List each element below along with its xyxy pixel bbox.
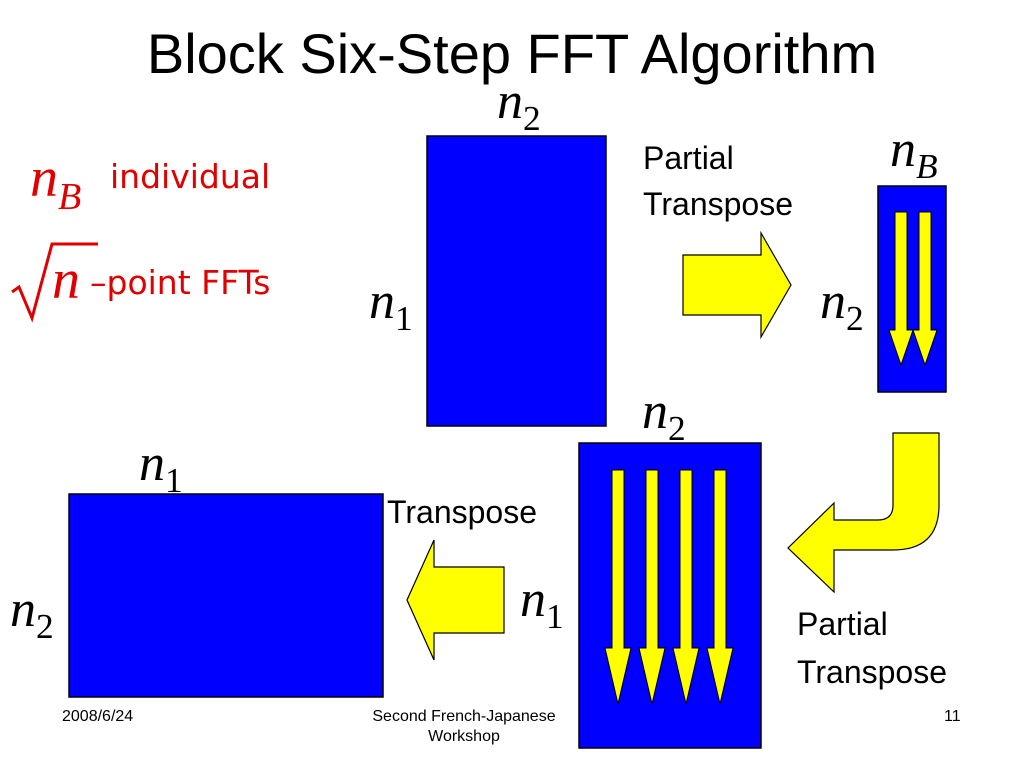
matrix-3 bbox=[578, 442, 762, 749]
footer-page-number: 11 bbox=[944, 708, 961, 725]
transpose-arrow-left bbox=[406, 539, 505, 661]
matrix-3-fft-arrows bbox=[604, 469, 734, 705]
matrix-2-fft-arrows bbox=[888, 211, 938, 367]
matrix-3-side-label: n1 bbox=[520, 571, 564, 636]
footer-center-line-2: Workshop bbox=[428, 728, 500, 745]
step-2-label-line-2: Transpose bbox=[797, 654, 947, 690]
step-1-label-line-2: Transpose bbox=[643, 186, 793, 222]
sqrt-icon bbox=[11, 242, 98, 323]
individual-text: individual bbox=[110, 157, 271, 196]
matrix-4-side-label: n2 bbox=[10, 581, 54, 646]
matrix-2-side-label: n2 bbox=[820, 273, 864, 338]
partial-transpose-arrow-right bbox=[682, 230, 792, 340]
footer-center: Second French-Japanese Workshop bbox=[372, 707, 556, 747]
matrix-2-top-label: nB bbox=[890, 121, 938, 186]
nB-individual-symbol: nB bbox=[30, 147, 82, 218]
sqrt-n-symbol: n bbox=[52, 249, 80, 311]
matrix-4 bbox=[68, 493, 384, 698]
matrix-1 bbox=[426, 135, 607, 427]
matrix-1-top-label: n2 bbox=[497, 73, 541, 138]
slide-title: Block Six-Step FFT Algorithm bbox=[146, 22, 878, 85]
matrix-2 bbox=[877, 185, 947, 393]
step-3-label: Transpose bbox=[387, 494, 537, 530]
step-2-label-line-1: Partial bbox=[797, 606, 888, 642]
matrix-3-top-label: n2 bbox=[642, 383, 686, 448]
footer-center-line-1: Second French-Japanese bbox=[372, 708, 556, 725]
partial-transpose-arrow-curved bbox=[787, 432, 940, 594]
matrix-4-top-label: n1 bbox=[139, 435, 183, 500]
matrix-1-side-label: n1 bbox=[369, 273, 413, 338]
step-1-label-line-1: Partial bbox=[643, 140, 734, 176]
point-ffts-text: –point FFTs bbox=[90, 263, 271, 302]
footer-date: 2008/6/24 bbox=[62, 708, 134, 725]
